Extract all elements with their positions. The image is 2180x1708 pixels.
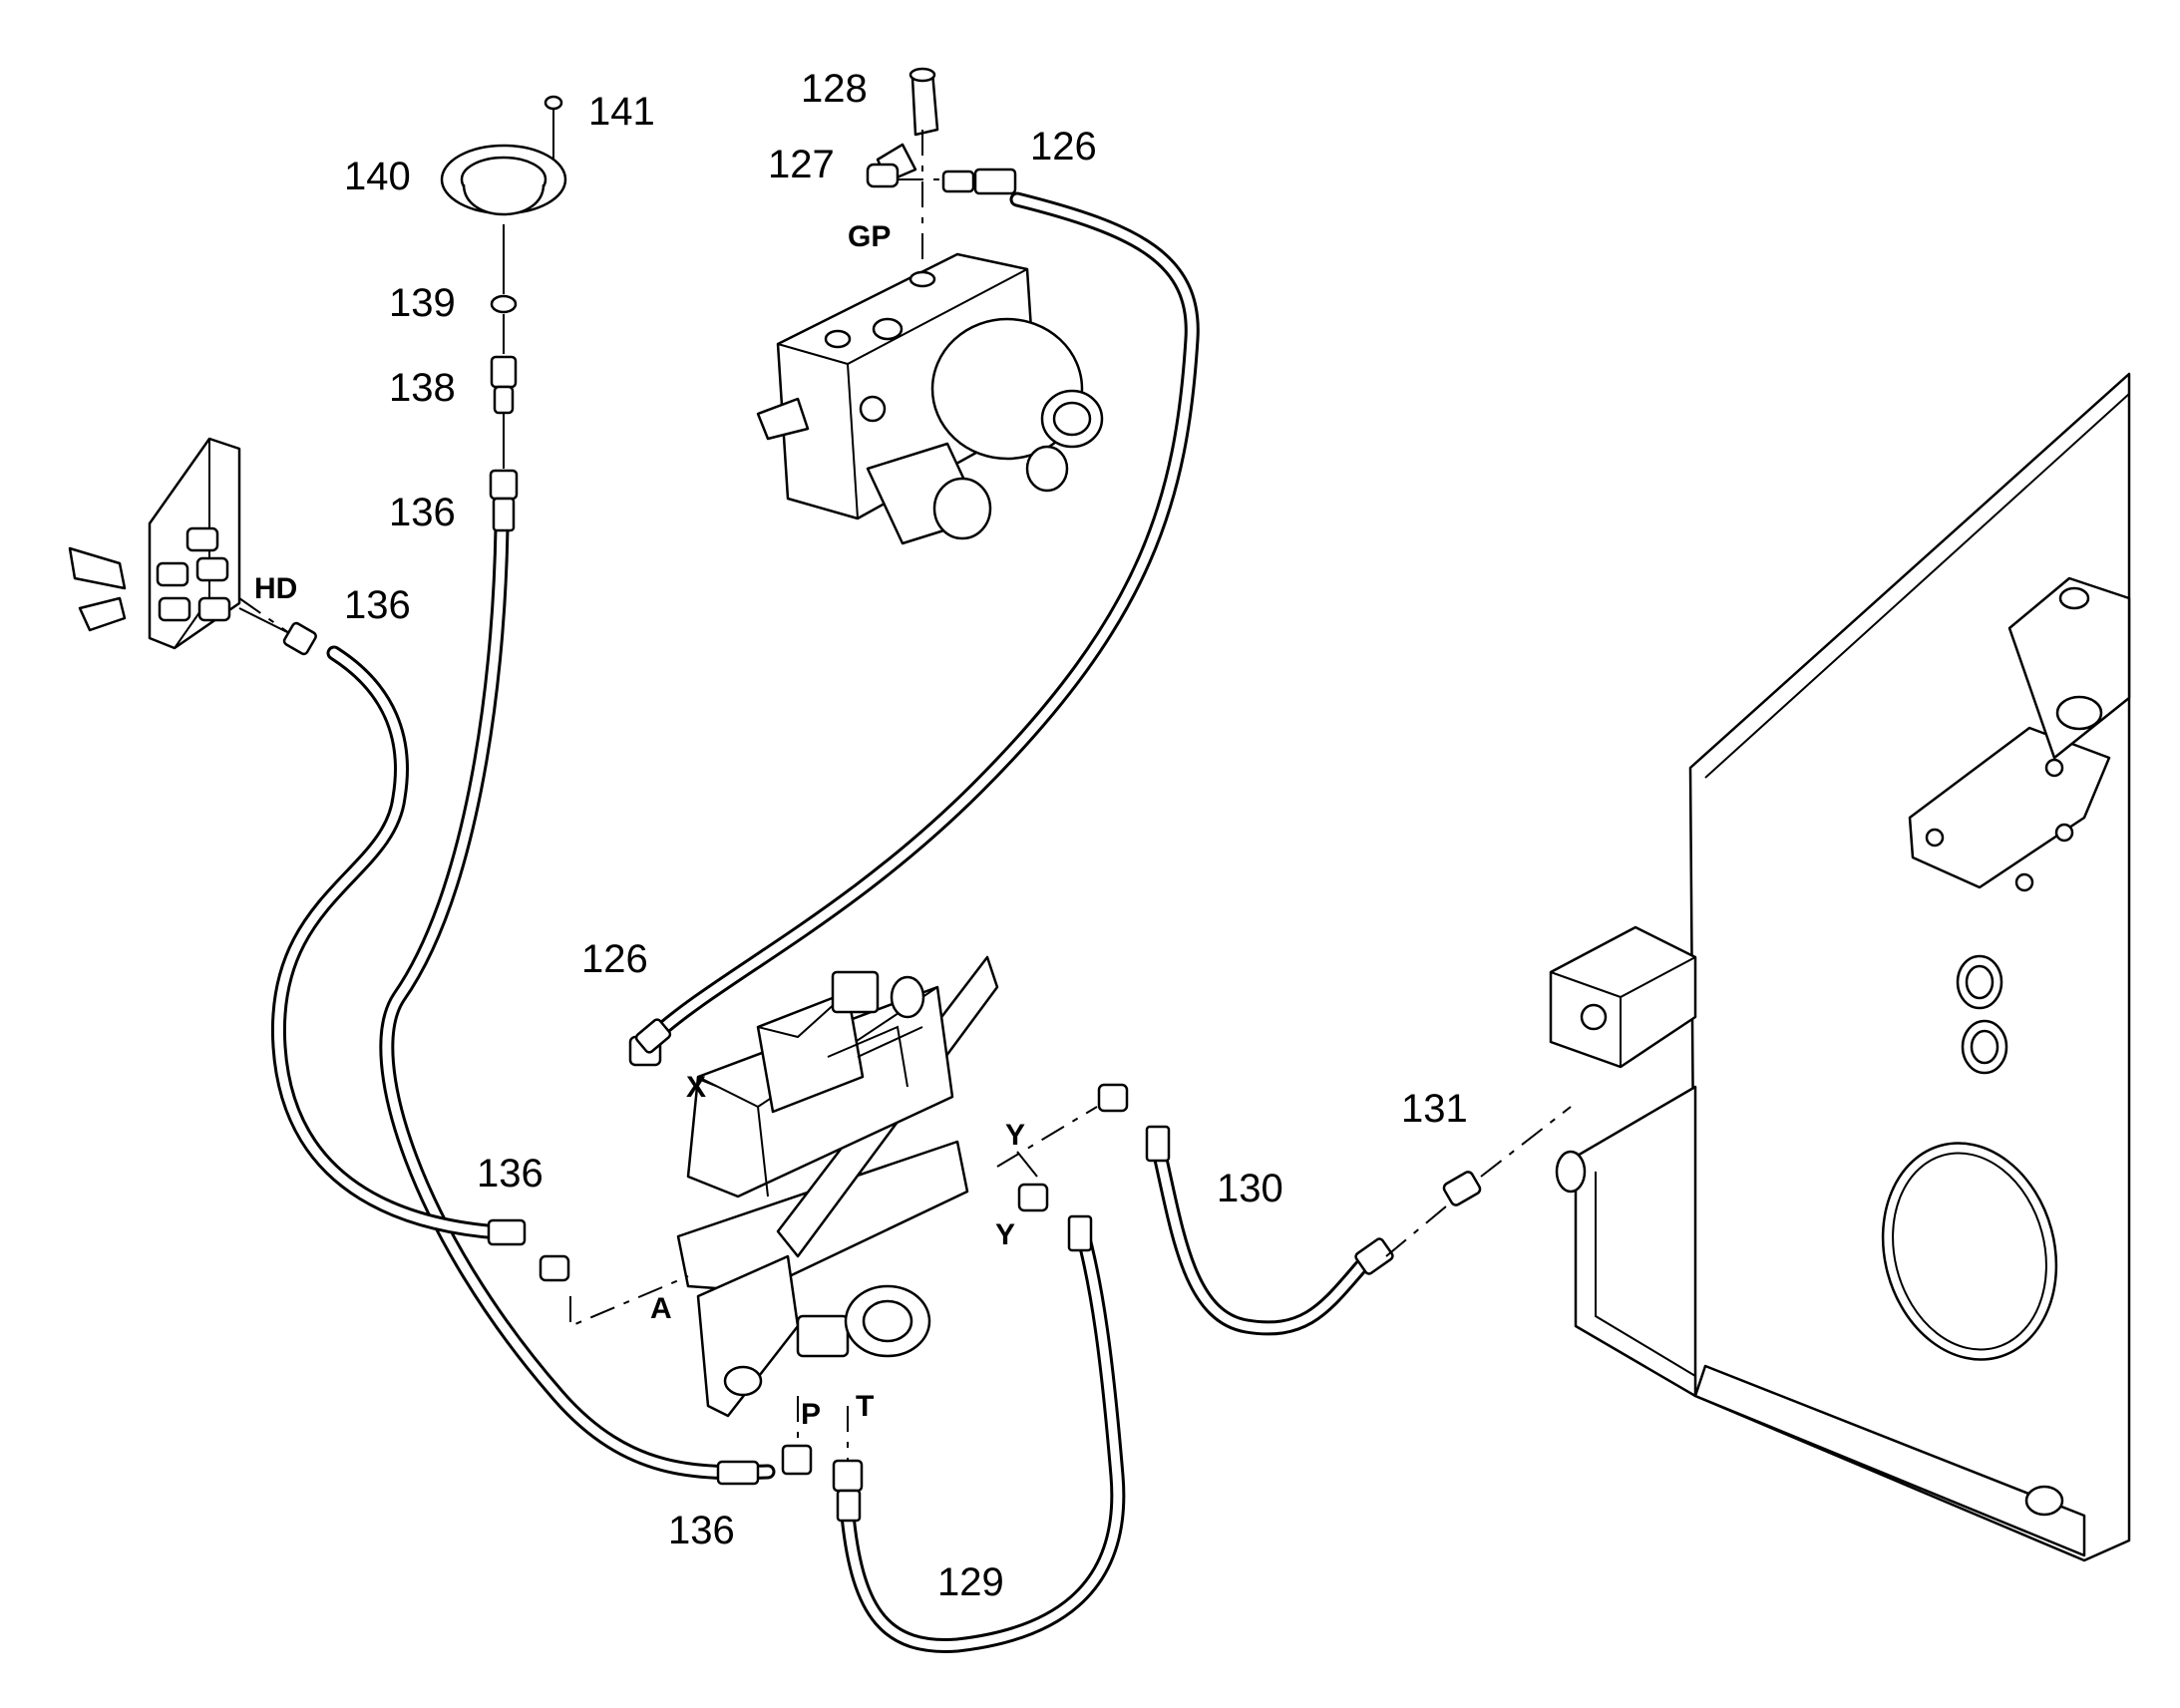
fitting-t	[832, 1459, 864, 1493]
fitting-136-hd	[282, 621, 317, 656]
callout-141: 141	[588, 90, 655, 134]
center-valve-assembly	[487, 955, 1171, 1523]
callout-140: 140	[344, 155, 411, 198]
fitting-p	[781, 1444, 813, 1476]
callout-136-bottom: 136	[668, 1509, 735, 1552]
cap-assembly	[440, 95, 567, 532]
port-a: A	[650, 1292, 672, 1325]
callout-138: 138	[389, 366, 456, 410]
inspection-plate	[1881, 1142, 2058, 1361]
fitting-138	[490, 355, 518, 389]
washer-139	[490, 294, 518, 314]
fitting-a	[539, 1254, 570, 1282]
callout-136-top: 136	[389, 491, 456, 534]
callout-131: 131	[1401, 1087, 1468, 1131]
callout-136-mid: 136	[477, 1152, 544, 1196]
callout-136-hd: 136	[344, 583, 411, 627]
callout-127: 127	[768, 143, 835, 186]
hd-bracket	[68, 437, 317, 656]
leader-lines	[238, 607, 1038, 1178]
port-hd: HD	[254, 572, 297, 605]
screw-141	[544, 95, 563, 111]
port-x: X	[686, 1071, 706, 1104]
callout-labels: 141 140 139 138 136 136 136 136 128 127 …	[344, 67, 1468, 1604]
port-y-lower: Y	[995, 1218, 1015, 1251]
port-p: P	[801, 1398, 821, 1431]
port-gp: GP	[848, 220, 891, 253]
callout-139: 139	[389, 281, 456, 325]
top-valve-block	[756, 67, 1104, 545]
callout-128: 128	[801, 67, 868, 111]
fitting-y-lower	[1017, 1183, 1049, 1212]
fitting-y-upper	[1097, 1083, 1129, 1113]
fitting-136-top	[489, 469, 519, 501]
fitting-131	[1442, 1171, 1482, 1206]
callout-129: 129	[937, 1560, 1004, 1604]
fitting-131-group	[1354, 1171, 1482, 1275]
center-lines	[569, 1106, 1572, 1461]
callout-126-mid: 126	[581, 937, 648, 981]
fitting-126-top	[973, 168, 1017, 195]
fitting-127	[866, 163, 900, 188]
port-t: T	[856, 1390, 874, 1423]
hoses	[270, 191, 1369, 1653]
port-y-upper: Y	[1005, 1119, 1025, 1152]
port-labels: GP HD X Y Y A P T	[254, 220, 1025, 1431]
tank-housing	[1549, 372, 2131, 1562]
callout-130: 130	[1217, 1167, 1283, 1210]
callout-126-top: 126	[1030, 125, 1097, 169]
